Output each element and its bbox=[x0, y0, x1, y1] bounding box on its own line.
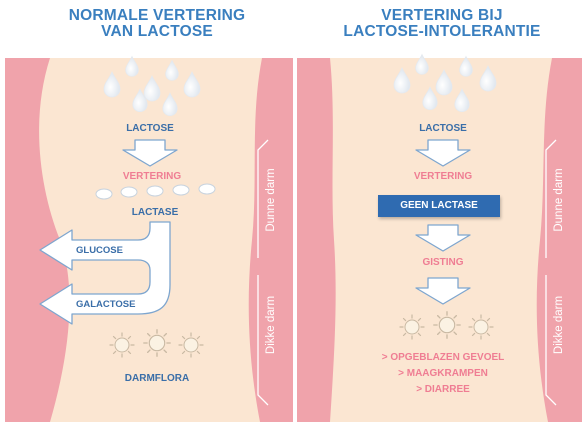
symptom-opgeblazen: > OPGEBLAZEN GEVOEL bbox=[382, 352, 505, 363]
glucose-label: GLUCOSE bbox=[76, 245, 123, 256]
geen-lactase-badge: GEEN LACTASE bbox=[378, 195, 500, 217]
left-title-line2: VAN LACTOSE bbox=[12, 24, 302, 40]
dikke-darm-label-left: Dikke darm bbox=[265, 296, 277, 354]
right-lactose-label: LACTOSE bbox=[419, 123, 467, 134]
right-vertering-label: VERTERING bbox=[414, 171, 472, 182]
left-vertering-label: VERTERING bbox=[123, 171, 181, 182]
left-title: NORMALE VERTERING VAN LACTOSE bbox=[12, 8, 302, 40]
dikke-darm-label-right: Dikke darm bbox=[553, 296, 565, 354]
left-lactose-label: LACTOSE bbox=[126, 123, 174, 134]
symptom-diarree: > DIARREE bbox=[416, 384, 470, 395]
right-title-line2: LACTOSE-INTOLERANTIE bbox=[297, 24, 587, 40]
dunne-darm-label-right: Dunne darm bbox=[553, 168, 565, 231]
dunne-darm-label-left: Dunne darm bbox=[265, 168, 277, 231]
right-title: VERTERING BIJ LACTOSE-INTOLERANTIE bbox=[297, 8, 587, 40]
right-title-line1: VERTERING BIJ bbox=[297, 8, 587, 24]
symptom-maagkrampen: > MAAGKRAMPEN bbox=[398, 368, 488, 379]
galactose-label: GALACTOSE bbox=[76, 299, 135, 310]
left-title-line1: NORMALE VERTERING bbox=[12, 8, 302, 24]
darmflora-label: DARMFLORA bbox=[125, 373, 189, 384]
gisting-label: GISTING bbox=[422, 257, 463, 268]
lactase-label: LACTASE bbox=[132, 207, 178, 218]
middle-intestine-wall-right bbox=[297, 58, 336, 422]
